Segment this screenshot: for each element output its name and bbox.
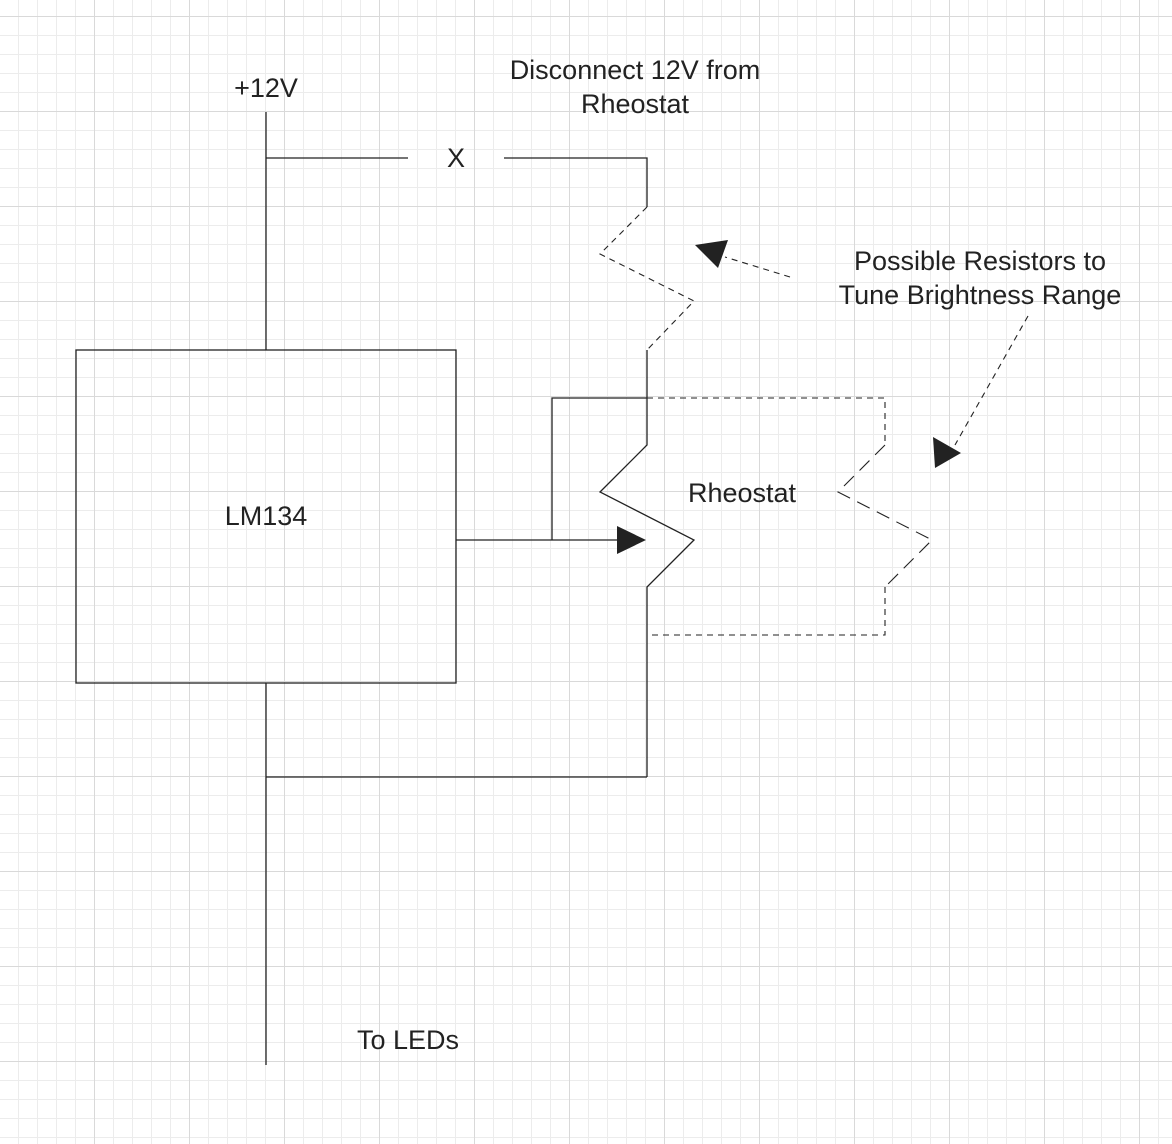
top-wire-right <box>504 157 648 207</box>
rheostat-label: Rheostat <box>687 478 797 508</box>
chip-label: LM134 <box>224 501 308 531</box>
resistors-note-line2: Tune Brightness Range <box>838 280 1122 310</box>
output-label: To LEDs <box>356 1025 460 1055</box>
disconnect-note-line1: Disconnect 12V from <box>509 55 761 85</box>
resistors-note-line1: Possible Resistors to <box>853 246 1107 276</box>
disconnect-note-line2: Rheostat <box>580 89 690 119</box>
pointer-arrowhead-upper <box>695 240 728 268</box>
pointer-arrowhead-lower <box>933 437 961 468</box>
break-mark: X <box>446 143 465 173</box>
pointer-line-lower <box>954 315 1029 446</box>
optional-resistor-top <box>599 206 695 351</box>
supply-label: +12V <box>234 73 298 103</box>
optional-resistor-loop-top <box>647 397 886 445</box>
optional-resistor-zigzag <box>837 444 933 588</box>
wiper-tap-wire <box>551 397 647 540</box>
optional-resistor-loop-bottom <box>647 587 886 636</box>
rheostat-resistor <box>598 350 696 777</box>
wiper-arrowhead <box>617 526 646 554</box>
pointer-line-upper <box>724 256 791 278</box>
